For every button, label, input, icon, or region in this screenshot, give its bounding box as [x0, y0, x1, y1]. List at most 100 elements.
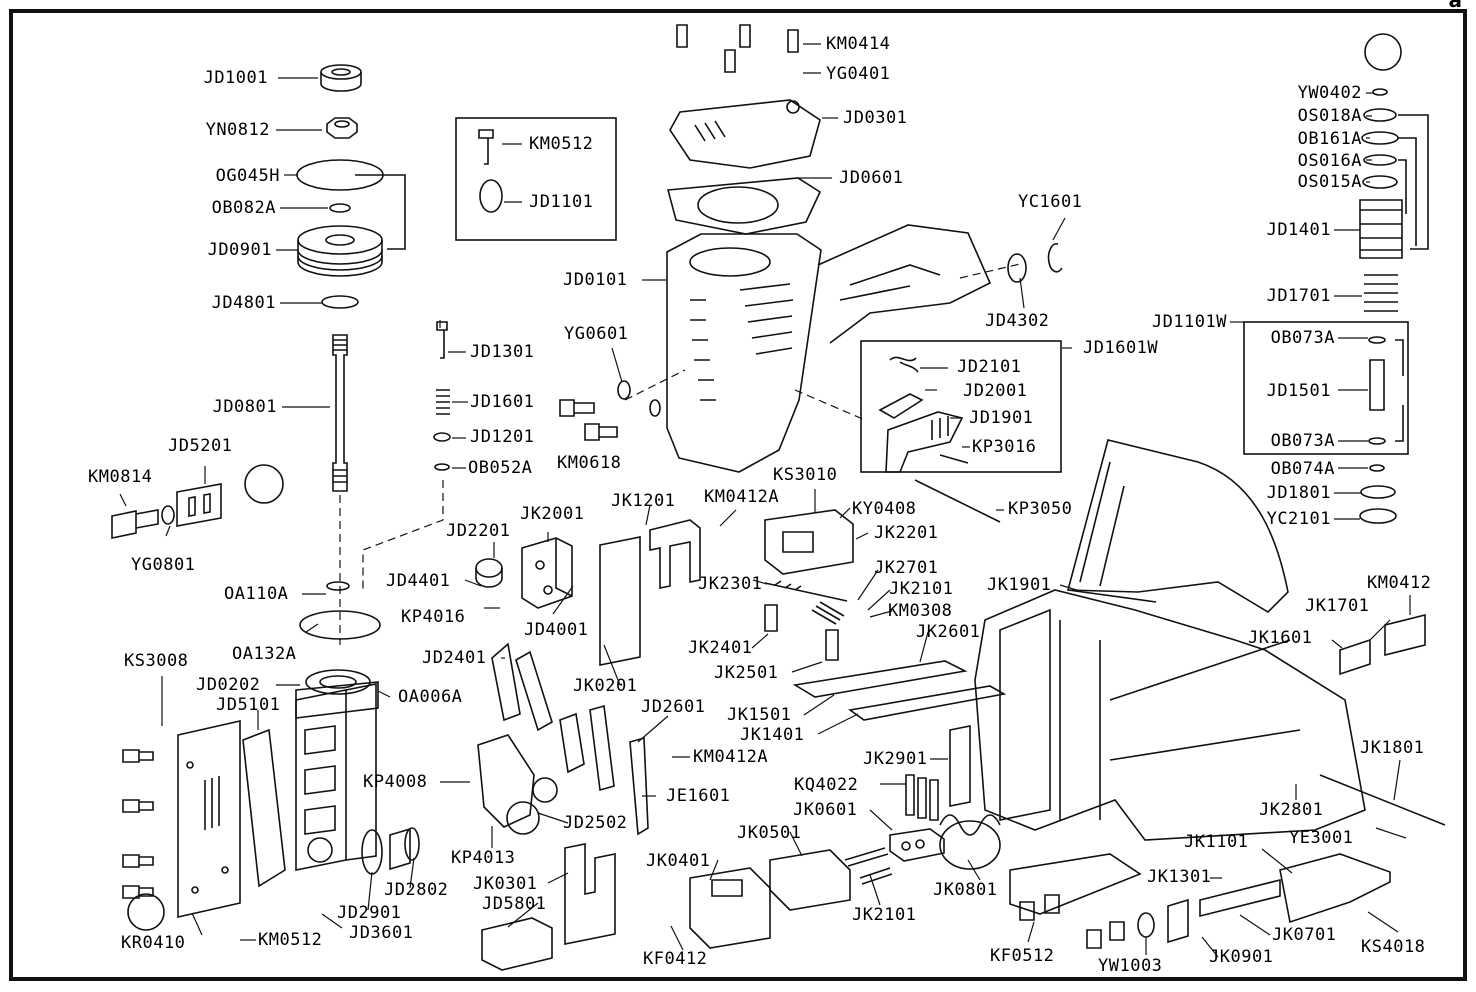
- label-jd5801: JD5801: [482, 894, 547, 914]
- glue-symbol-icon: [127, 893, 165, 931]
- part-jk1501-jk1401-rails: [792, 660, 1007, 721]
- label-jk1801: JK1801: [1360, 738, 1425, 758]
- part-jd0301-cylinder-cap: [669, 99, 821, 169]
- part-yc1601-clip: [1047, 242, 1063, 273]
- label-jk1501: JK1501: [727, 705, 792, 725]
- label-jk2301: JK2301: [698, 574, 763, 594]
- label-os016a: OS016A: [1297, 151, 1362, 171]
- label-ky0408: KY0408: [852, 499, 917, 519]
- label-os018a: OS018A: [1297, 106, 1362, 126]
- part-jk2201-block: [764, 509, 854, 575]
- label-jd2101: JD2101: [957, 357, 1022, 377]
- label-yg0801: YG0801: [131, 555, 196, 575]
- label-jd0901: JD0901: [207, 240, 272, 260]
- label-jd1501: JD1501: [1266, 381, 1331, 401]
- label-jd3601: JD3601: [349, 923, 414, 943]
- label-jk1101: JK1101: [1184, 832, 1249, 852]
- part-ob074a-jd1801-yc2101: [1359, 464, 1397, 524]
- label-jd2502: JD2502: [563, 813, 628, 833]
- label-jd5101: JD5101: [216, 695, 281, 715]
- label-jd2802: JD2802: [384, 880, 449, 900]
- label-jk2601: JK2601: [916, 622, 981, 642]
- part-jd5801-block: [481, 917, 553, 971]
- part-jd0801-driver-rod: [332, 334, 348, 492]
- label-kp4008: KP4008: [363, 772, 428, 792]
- inset-box-jd1601w-trigger: [860, 340, 1062, 473]
- label-og045h: OG045H: [215, 166, 280, 186]
- part-oa110a-oring: [326, 581, 350, 591]
- label-jd4001: JD4001: [524, 620, 589, 640]
- label-km0414: KM0414: [826, 34, 891, 54]
- label-ob073a-lower: OB073A: [1270, 431, 1335, 451]
- label-ob161a: OB161A: [1297, 129, 1362, 149]
- label-jk0901: JK0901: [1209, 947, 1274, 967]
- part-jk1801-rod: [1319, 774, 1446, 826]
- label-oa110a: OA110A: [224, 584, 289, 604]
- label-jk1601: JK1601: [1248, 628, 1313, 648]
- label-kf0512: KF0512: [990, 946, 1055, 966]
- label-km0412a: KM0412A: [704, 487, 780, 507]
- label-oa132a: OA132A: [232, 644, 297, 664]
- part-jd0601-gasket: [666, 177, 822, 235]
- label-kp3050: KP3050: [1008, 499, 1073, 519]
- label-jk1701: JK1701: [1305, 596, 1370, 616]
- label-ob052a: OB052A: [468, 458, 533, 478]
- label-kp4013: KP4013: [451, 848, 516, 868]
- label-jk0201: JK0201: [573, 676, 638, 696]
- label-ks3010: KS3010: [773, 465, 838, 485]
- label-jk2001: JK2001: [520, 504, 585, 524]
- part-jk0701-jk0901: [1137, 878, 1281, 944]
- part-jd2601-je1601-links: [559, 704, 649, 836]
- part-jk0201-plate: [599, 536, 641, 666]
- label-jd1701: JD1701: [1266, 286, 1331, 306]
- part-jd5201-bracket: [176, 483, 222, 527]
- part-ks3008-screws: [122, 749, 154, 899]
- part-ob082a-oring: [329, 203, 351, 213]
- inset-box-km0512-jd1101: [455, 117, 617, 241]
- part-km0414-screws: [676, 24, 799, 73]
- label-jd2601: JD2601: [641, 697, 706, 717]
- part-jd0202-cylinder-housing: [295, 669, 379, 871]
- label-jk2201: JK2201: [874, 523, 939, 543]
- label-km0814: KM0814: [88, 467, 153, 487]
- part-km0618-screws: [559, 380, 661, 441]
- part-jd2201-collar: [475, 558, 503, 588]
- label-jd1401: JD1401: [1266, 220, 1331, 240]
- label-jd4302: JD4302: [985, 311, 1050, 331]
- label-jd4801: JD4801: [211, 293, 276, 313]
- label-jd1101: JD1101: [529, 192, 594, 212]
- part-jk0501-block: [769, 849, 851, 911]
- part-jd1001-bushing: [320, 64, 362, 92]
- label-jk2901: JK2901: [863, 749, 928, 769]
- part-jd5101-plate: [242, 728, 286, 888]
- label-oa006a: OA006A: [398, 687, 463, 707]
- part-jk0401-bracket: [689, 867, 771, 949]
- label-jd5201: JD5201: [168, 436, 233, 456]
- label-jd1901: JD1901: [969, 408, 1034, 428]
- label-jk1201: JK1201: [611, 491, 676, 511]
- part-jk2301-rod: [764, 580, 848, 602]
- label-yn0812: YN0812: [205, 120, 270, 140]
- bracket-lines: [355, 114, 1429, 442]
- part-kp4008-lever-arm: [477, 734, 558, 835]
- part-jd5801-side-plate: [177, 719, 241, 919]
- label-ks3008: KS3008: [124, 651, 189, 671]
- part-jk0301-bracket: [564, 843, 616, 945]
- part-jd1701-spring: [1364, 274, 1398, 312]
- part-jd0101-body-housing: [666, 224, 992, 473]
- label-jd0801: JD0801: [212, 397, 277, 417]
- label-yc2101: YC2101: [1266, 509, 1331, 529]
- part-jk2901-plate: [949, 725, 971, 807]
- label-jk2401: JK2401: [688, 638, 753, 658]
- label-ks4018: KS4018: [1361, 937, 1426, 957]
- label-jk2101-upper: JK2101: [889, 579, 954, 599]
- label-jd2901: JD2901: [337, 903, 402, 923]
- label-kf0412: KF0412: [643, 949, 708, 969]
- label-jk0801: JK0801: [933, 880, 998, 900]
- part-jk0601-block-pins: [889, 774, 945, 862]
- label-jd1301: JD1301: [470, 342, 535, 362]
- label-ye3001: YE3001: [1289, 828, 1354, 848]
- label-km0512-bottom: KM0512: [258, 930, 323, 950]
- label-jd0101: JD0101: [563, 270, 628, 290]
